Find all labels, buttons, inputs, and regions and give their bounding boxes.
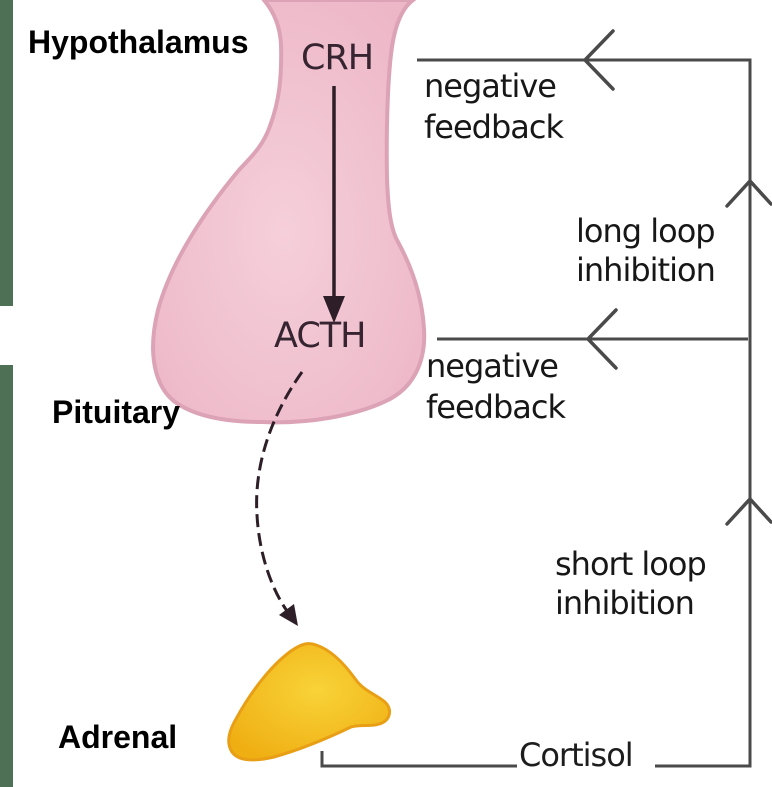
pituitary-label: Pituitary	[52, 394, 181, 430]
negative-feedback-top-line2: feedback	[424, 108, 564, 146]
left-edge-bar-top	[0, 0, 13, 306]
negative-feedback-mid-line1: negative	[426, 347, 559, 385]
middle-branch-left-arrowhead	[585, 308, 618, 370]
long-loop-line2: inhibition	[576, 251, 716, 289]
crh-hormone-label: CRH	[301, 38, 374, 78]
crh-to-acth-arrowhead	[323, 296, 345, 323]
negative-feedback-top-line1: negative	[424, 67, 557, 105]
short-loop-line2: inhibition	[555, 584, 695, 622]
long-loop-up-arrowhead	[725, 178, 772, 208]
hypothalamus-label: Hypothalamus	[28, 24, 249, 60]
top-branch-left-arrowhead	[582, 29, 615, 91]
acth-hormone-label: ACTH	[274, 316, 366, 356]
adrenal-label: Adrenal	[58, 719, 178, 755]
cortisol-hormone-label: Cortisol	[519, 736, 634, 774]
cortisol-line-left-segment	[320, 751, 517, 768]
acth-to-adrenal-arrowhead	[279, 604, 298, 626]
acth-to-adrenal-arrow-curve	[255, 371, 304, 612]
long-loop-line1: long loop	[576, 212, 716, 250]
left-edge-bar-bottom	[0, 365, 13, 787]
negative-feedback-mid-line2: feedback	[426, 388, 566, 426]
adrenal-gland-shape	[227, 642, 392, 762]
short-loop-line1: short loop	[555, 545, 707, 583]
hypothalamus-pituitary-gland-shape	[151, 0, 427, 425]
short-loop-up-arrowhead	[725, 496, 772, 526]
